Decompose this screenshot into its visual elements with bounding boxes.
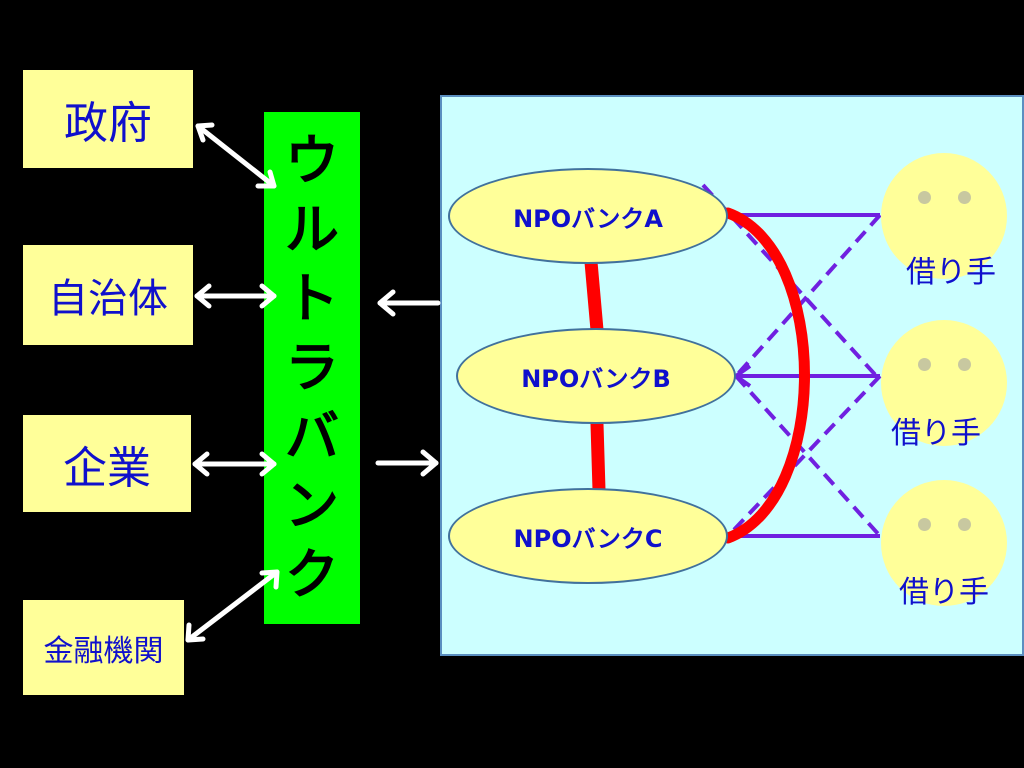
- eye-icon: [958, 191, 971, 204]
- red-link-a-b: [584, 255, 604, 337]
- arrow-fin-ultra: [185, 569, 280, 643]
- borrower-face-2: [881, 320, 1007, 446]
- ultra-char: ク: [285, 543, 339, 607]
- eye-icon: [958, 358, 971, 371]
- npo-bank-c: NPOバンクC: [448, 488, 728, 584]
- ultra-char: ル: [285, 197, 339, 261]
- dashed-line-4: [726, 374, 882, 538]
- red-link-b-c: [590, 417, 606, 497]
- eye-icon: [918, 358, 931, 371]
- ultra-char: ウ: [285, 128, 339, 192]
- arrowhead-ultra-end-1: [255, 169, 277, 189]
- borrower-label-1: 借り手: [906, 255, 996, 290]
- ultra-char: ラ: [285, 335, 339, 399]
- arrowhead-left: [377, 289, 396, 317]
- borrower-label-2: 借り手: [891, 416, 981, 451]
- arrowhead-ultra-end-4: [259, 569, 280, 590]
- red-arc-a-c: [722, 207, 810, 544]
- arrowhead-biz-end: [192, 451, 210, 477]
- borrower-label-3: 借り手: [899, 575, 989, 610]
- arrowhead-right: [420, 449, 439, 477]
- borrower-face-3: [881, 480, 1007, 606]
- local-government-box: 自治体: [23, 245, 193, 345]
- npo-bank-a: NPOバンクA: [448, 168, 728, 264]
- arrow-gov-ultra: [195, 123, 277, 189]
- eye-icon: [918, 518, 931, 531]
- borrower-face-1: [881, 153, 1007, 279]
- government-box: 政府: [23, 70, 193, 168]
- npo-bank-b: NPOバンクB: [456, 328, 736, 424]
- ultra-char: ン: [285, 474, 339, 538]
- arrowhead-ultra-end-3: [259, 451, 277, 477]
- dashed-line-3: [734, 374, 882, 538]
- arrowhead-ultra-end-2: [259, 283, 277, 309]
- arrowhead-into-bank-b: [732, 364, 752, 388]
- arrowhead-local-end: [194, 283, 212, 309]
- arrowhead-fin-end: [185, 622, 206, 643]
- ultra-bank-bar: ウ ル ト ラ バ ン ク: [264, 112, 360, 624]
- dashed-line-2: [734, 213, 882, 378]
- ultra-char: ト: [285, 266, 339, 330]
- ultra-char: バ: [285, 405, 339, 469]
- business-box: 企業: [23, 415, 191, 512]
- arrowhead-gov-end: [195, 122, 215, 143]
- financial-institution-box: 金融機関: [23, 600, 184, 695]
- eye-icon: [918, 191, 931, 204]
- eye-icon: [958, 518, 971, 531]
